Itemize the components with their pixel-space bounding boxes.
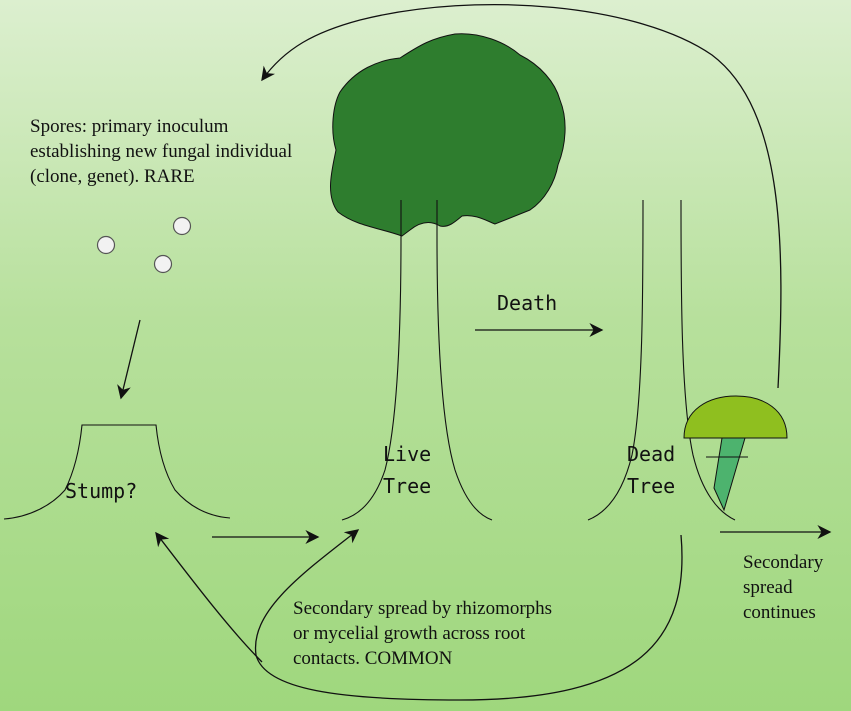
secondary-spread-common-label: Secondary spread by rhizomorphs or mycel… xyxy=(293,598,557,669)
spore-release-arrow xyxy=(261,3,782,389)
dead-tree-trunk-left xyxy=(587,199,644,521)
stump-label: Stump? xyxy=(65,479,137,503)
spore xyxy=(172,216,192,236)
mushroom-cap xyxy=(683,395,788,439)
spore xyxy=(96,235,116,255)
spores-label: Spores: primary inoculum establishing ne… xyxy=(30,116,297,187)
dead-tree-label: Dead Tree xyxy=(627,442,687,498)
mushroom-stem xyxy=(713,437,746,512)
live-tree-label: Live Tree xyxy=(383,442,443,498)
live-tree-foliage xyxy=(329,33,566,237)
death-label: Death xyxy=(497,291,557,315)
root-contact-to-stump-arrow xyxy=(155,531,263,663)
live-tree-trunk-left xyxy=(341,200,402,521)
live-tree-trunk-right xyxy=(436,200,493,521)
stump-outline xyxy=(3,424,231,520)
spore xyxy=(153,254,173,274)
secondary-spread-continues-label: Secondary spread continues xyxy=(743,552,828,623)
root-contact-loop-to-live-tree xyxy=(254,529,683,701)
spores-to-stump-arrow xyxy=(117,319,141,400)
